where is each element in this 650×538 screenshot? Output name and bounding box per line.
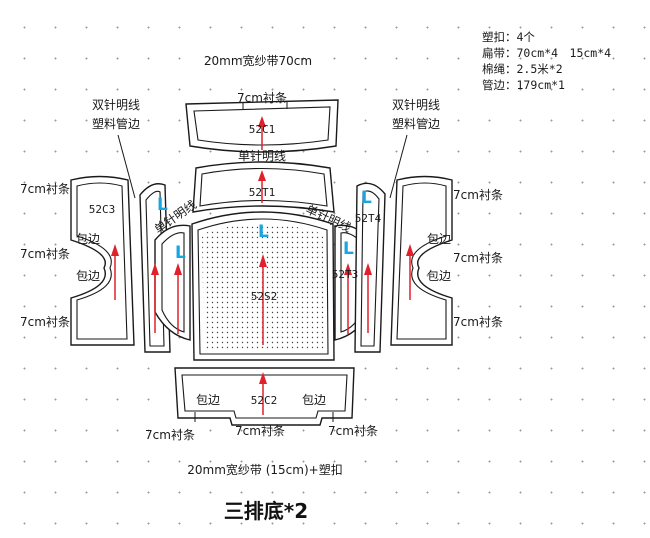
piece-52t4 (354, 182, 386, 353)
spec-line: 扁带：70cm*4 15cm*4 (482, 46, 611, 60)
left-plastic-piping-label: 塑料管边 (92, 116, 140, 131)
code-52t4: 52T4 (355, 212, 382, 225)
right-plastic-piping-label: 塑料管边 (392, 116, 440, 131)
strip-label-c2-left: 7cm衬条 (145, 428, 195, 442)
bottom-tape-label: 20mm宽纱带 (15cm)+塑扣 (187, 462, 342, 477)
code-52c2: 52C2 (251, 394, 278, 407)
spec-list: 塑扣：4个 扁带：70cm*4 15cm*4 棉绳：2.5米*2 管边：179c… (482, 30, 611, 92)
arrow-52t1 (258, 170, 266, 203)
left-inner-band (154, 224, 191, 341)
arrow-right-outer (406, 244, 414, 300)
wrap-edge-c2-right: 包边 (302, 393, 326, 407)
spec-line: 管边：179cm*1 (482, 78, 565, 92)
code-52c1: 52C1 (249, 123, 276, 136)
right-double-needle-label: 双针明线 (392, 97, 440, 112)
wrap-edge-right-bottom: 包边 (427, 269, 451, 283)
wrap-edge-c2-left: 包边 (196, 393, 220, 407)
arrow-52t4 (364, 263, 372, 333)
strip-label-left-mid: 7cm衬条 (20, 247, 70, 261)
strip-label-c2-center: 7cm衬条 (235, 424, 285, 438)
spec-line: 棉绳：2.5米*2 (482, 62, 563, 76)
arrow-52s2 (259, 254, 267, 345)
single-needle-top-label: 单针明线 (238, 148, 286, 163)
arrow-52c1 (258, 116, 266, 150)
wrap-edge-right-top: 包边 (427, 232, 451, 246)
strip-label-c2-right: 7cm衬条 (328, 424, 378, 438)
arrow-left-band (174, 263, 182, 334)
arrow-52t3 (344, 263, 352, 334)
spec-line: 塑扣：4个 (482, 30, 535, 44)
strip-label-c1: 7cm衬条 (237, 91, 287, 105)
l-mark-left-band: L (175, 243, 186, 263)
l-mark-seat: L (258, 222, 269, 242)
code-52c3: 52C3 (89, 203, 116, 216)
piece-right-outer (390, 175, 453, 346)
grain-arrows (111, 116, 414, 415)
arrow-left-strip (151, 263, 159, 333)
left-double-needle-label: 双针明线 (92, 97, 140, 112)
strip-label-right-mid: 7cm衬条 (453, 251, 503, 265)
diagram-title: 三排底*2 (224, 499, 308, 523)
l-mark-right-strip: L (361, 188, 372, 208)
leader-lines (117, 134, 408, 199)
arrow-52c2 (259, 372, 267, 415)
code-52t3: 52T3 (332, 268, 359, 281)
arrow-52c3 (111, 244, 119, 300)
code-52t1: 52T1 (249, 186, 276, 199)
l-mark-right-band: L (343, 239, 354, 259)
l-mark-left-strip: L (157, 195, 168, 215)
top-tape-label: 20mm宽纱带70cm (204, 53, 312, 68)
wrap-edge-left-top: 包边 (76, 232, 100, 246)
strip-label-left-top: 7cm衬条 (20, 182, 70, 196)
piece-52c2 (174, 367, 355, 426)
piece-52c3 (70, 175, 135, 346)
strip-label-left-bottom: 7cm衬条 (20, 315, 70, 329)
strip-label-right-bottom: 7cm衬条 (453, 315, 503, 329)
code-52s2: 52S2 (251, 290, 278, 303)
strip-label-right-top: 7cm衬条 (453, 188, 503, 202)
piece-52t1 (192, 161, 335, 213)
wrap-edge-left-bottom: 包边 (76, 269, 100, 283)
